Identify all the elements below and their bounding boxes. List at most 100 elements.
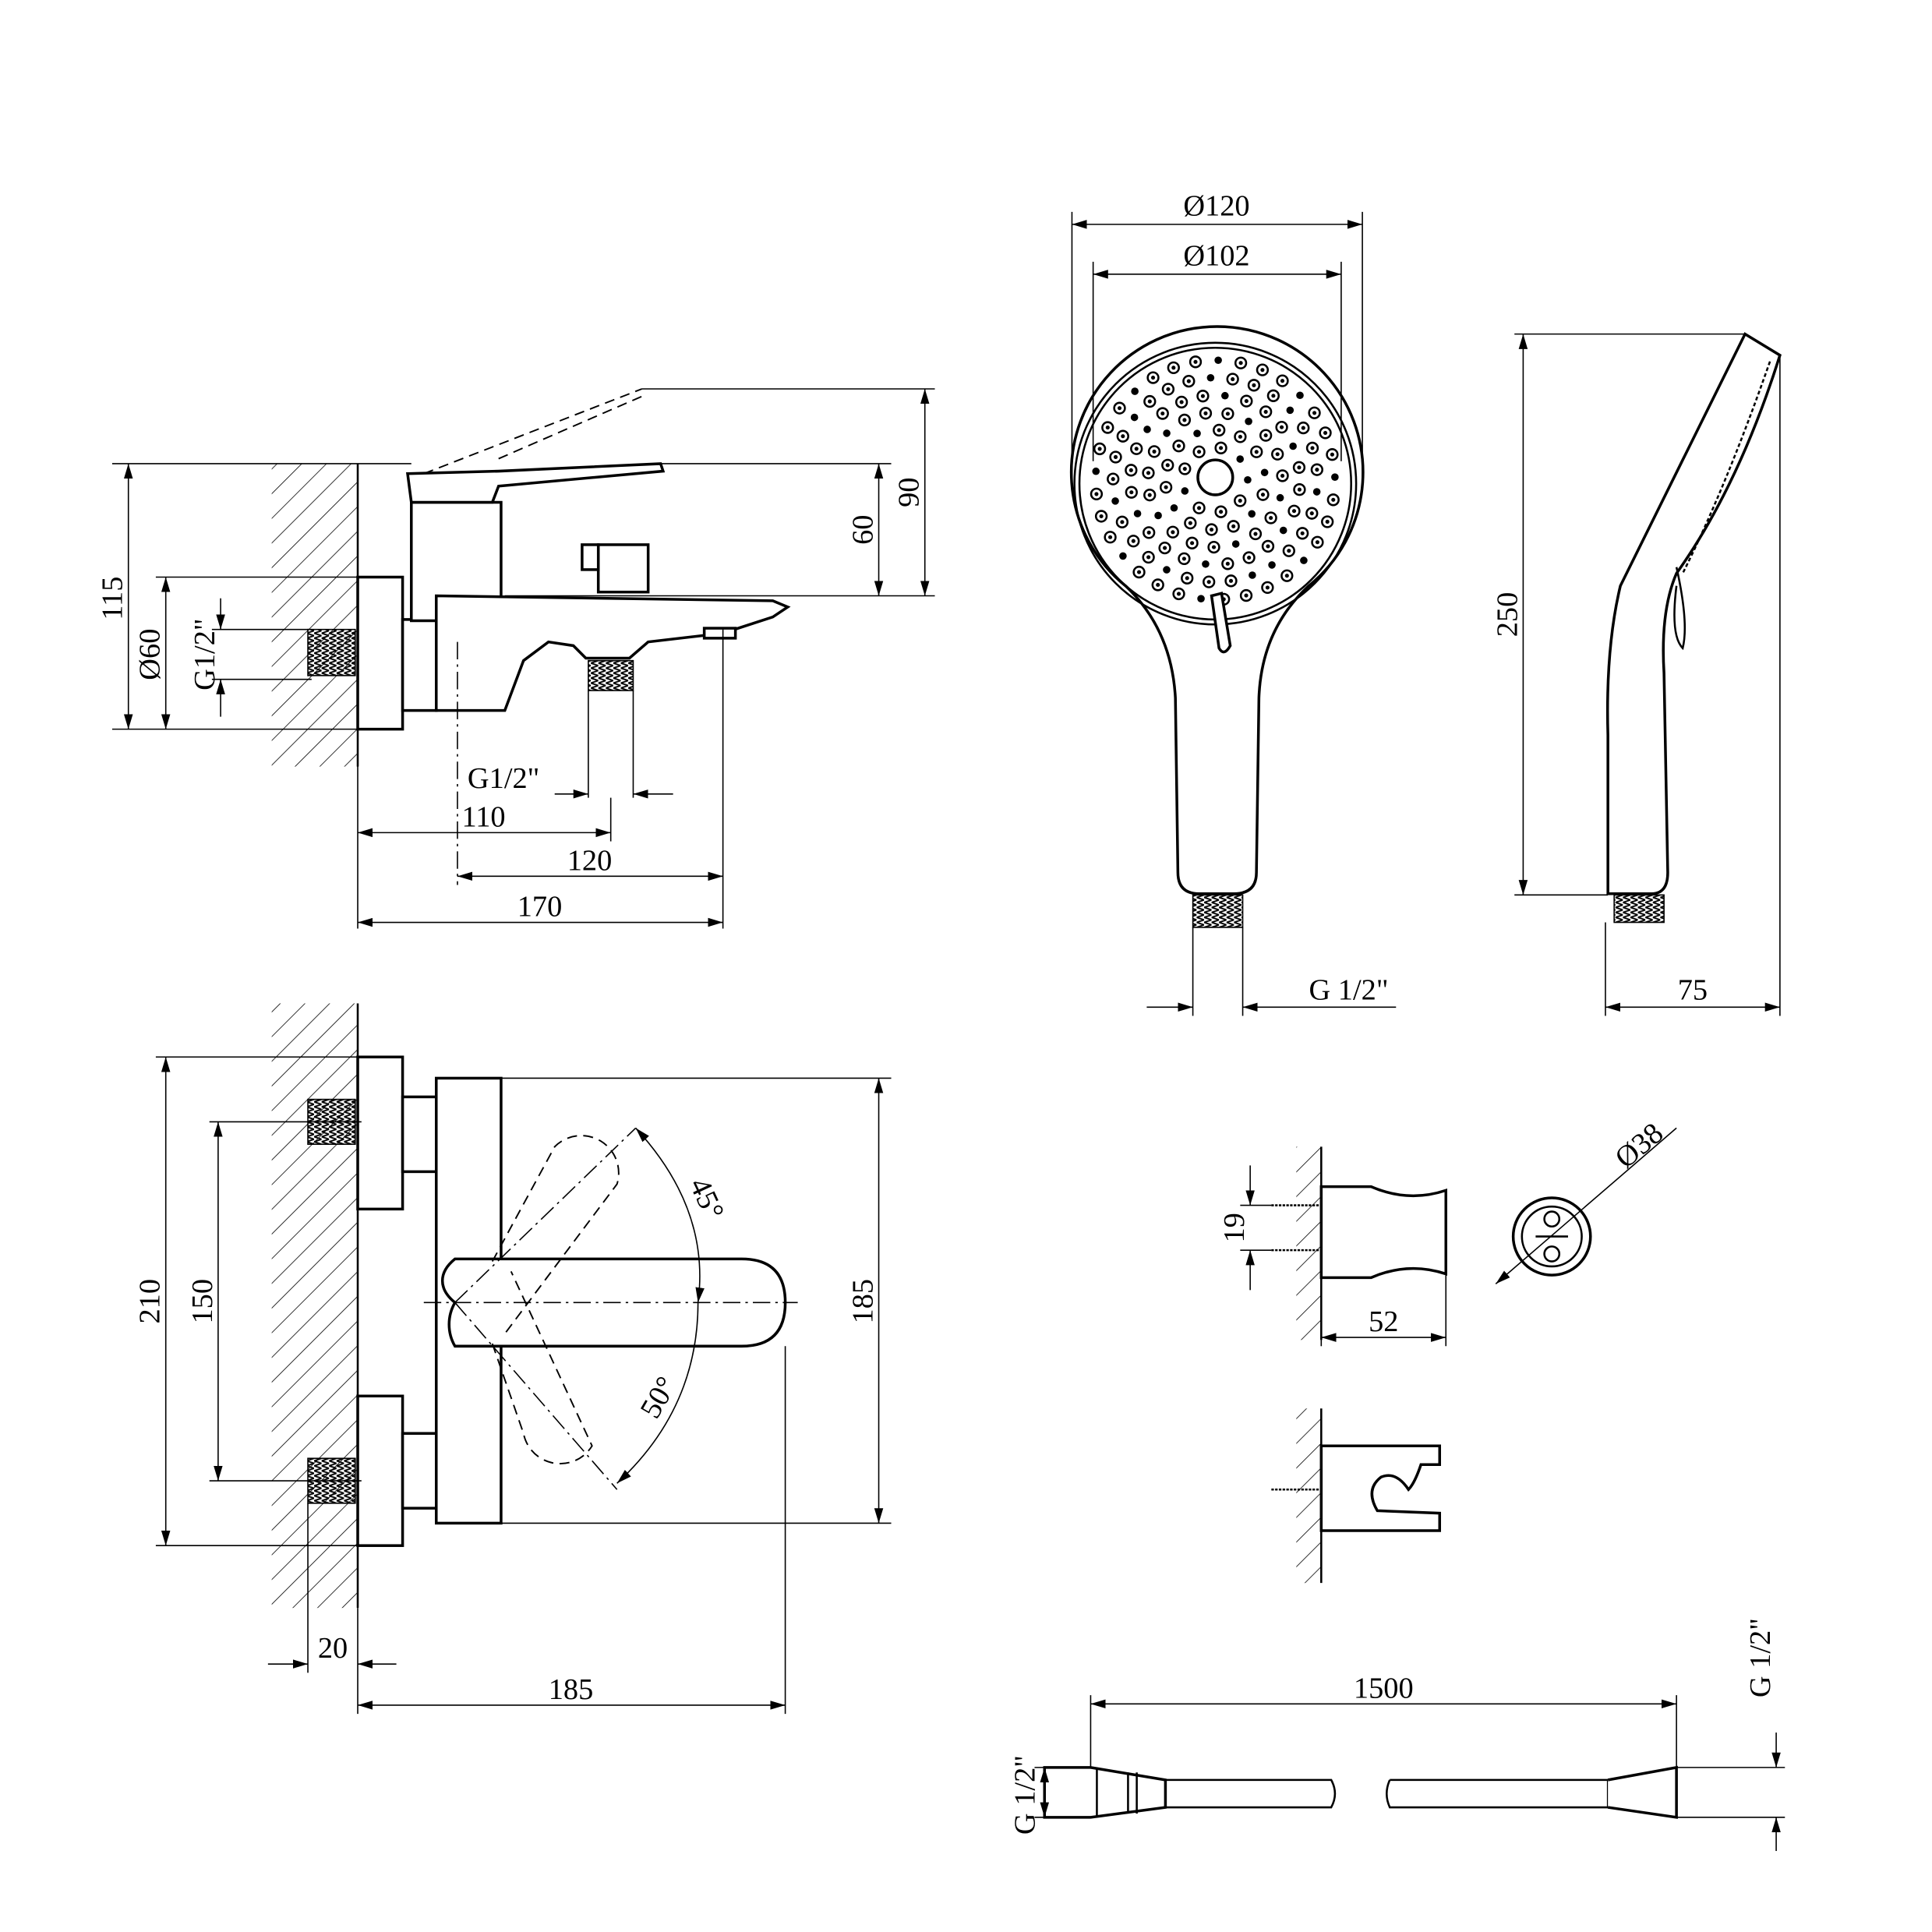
dim-90-label: 90 (893, 478, 926, 507)
diverter-knob (596, 543, 650, 594)
angle-50-label: 50° (634, 1372, 683, 1425)
nozzle-core (1117, 406, 1122, 411)
nozzle-core (1146, 530, 1151, 535)
nozzle (1130, 413, 1139, 422)
dim-150-label: 150 (186, 1279, 219, 1324)
nozzle-core (1225, 411, 1230, 416)
nozzle (1131, 387, 1139, 395)
nozzle-core (1238, 361, 1243, 366)
nozzle-core (1120, 520, 1125, 525)
nozzle-core (1301, 426, 1305, 430)
nozzle-core (1165, 463, 1170, 468)
nozzle-core (1176, 592, 1181, 596)
nozzle-core (1160, 411, 1165, 416)
nozzle-core (1146, 555, 1151, 560)
dim-inlet-thread-label: G1/2" (189, 618, 221, 690)
nozzle-core (1275, 452, 1280, 457)
nozzle-core (1325, 519, 1330, 525)
nozzle-core (1164, 485, 1168, 489)
nozzle-core (1200, 394, 1205, 398)
nozzle-core (1181, 556, 1186, 561)
nozzle-core (1280, 379, 1285, 383)
dim-19-label: 19 (1218, 1213, 1251, 1242)
nozzle-core (1182, 466, 1187, 472)
nozzle (1092, 467, 1100, 475)
nozzle-core (1291, 509, 1297, 514)
nozzle-core (1287, 549, 1291, 553)
nozzle (1312, 488, 1321, 496)
nozzle-core (1269, 515, 1273, 521)
dim-flange-label: Ø60 (134, 629, 167, 680)
flange (356, 575, 404, 731)
nozzle (1244, 475, 1252, 484)
nozzle-core (1297, 465, 1302, 470)
nozzle (1163, 566, 1171, 574)
nozzle-core (1179, 400, 1184, 404)
nozzle-core (1197, 450, 1202, 454)
nozzle-core (1097, 447, 1102, 451)
nozzle-core (1211, 545, 1217, 549)
nozzle-core (1309, 511, 1314, 516)
dim-hose-right-thread-label: G 1/2" (1744, 1618, 1777, 1697)
nozzle-core (1193, 359, 1198, 364)
nozzle-core (1252, 383, 1256, 387)
nozzle-core (1284, 574, 1289, 578)
dim-250-label: 250 (1491, 592, 1524, 638)
nozzle (1206, 373, 1215, 382)
nozzle-core (1315, 540, 1319, 545)
nozzle-core (1244, 593, 1249, 598)
nozzle-core (1105, 426, 1110, 430)
nozzle-core (1176, 443, 1181, 448)
nozzle-core (1163, 546, 1167, 550)
wall-hatch (271, 1003, 358, 1609)
dim-38-label: Ø38 (1609, 1117, 1670, 1175)
shower-holder: 19 52 Ø38 (1218, 1117, 1677, 1584)
nozzle-core (1128, 468, 1133, 472)
nozzle-core (1171, 366, 1176, 370)
shower-head-front: Ø120 Ø102 G 1/2" (1069, 190, 1397, 1016)
nozzle-core (1266, 544, 1270, 549)
nozzle (1163, 429, 1171, 437)
nozzle-core (1094, 492, 1099, 496)
nozzle-core (1188, 521, 1192, 525)
nozzle-core (1310, 446, 1315, 450)
nozzle (1260, 468, 1269, 477)
dim-75-label: 75 (1678, 974, 1708, 1007)
mode-switch (1210, 592, 1232, 654)
nozzle (1119, 552, 1127, 560)
nozzle-core (1265, 585, 1270, 590)
nozzle-core (1217, 428, 1221, 433)
nozzle-core (1171, 530, 1175, 535)
mixer-front-view: 45° 50° 210 150 185 20 185 (134, 1003, 892, 1715)
nozzle-core (1331, 497, 1336, 502)
nut (401, 618, 438, 712)
nozzle (1231, 540, 1240, 548)
nozzle-core (1280, 425, 1284, 429)
inlet-thread (307, 628, 356, 676)
dim-120-label: 120 (567, 844, 613, 877)
nozzle-core (1113, 454, 1118, 460)
nozzle (1214, 356, 1222, 365)
nozzle-core (1231, 524, 1236, 528)
dim-170-label: 170 (517, 891, 563, 924)
nozzle-core (1185, 576, 1189, 581)
nozzle-core (1260, 493, 1266, 497)
nozzle-core (1134, 447, 1139, 451)
shower-head-side: 250 75 (1491, 332, 1782, 1016)
nozzle-core (1254, 450, 1259, 454)
nozzle (1286, 406, 1294, 415)
holder-body (1319, 1185, 1448, 1280)
nozzle-core (1260, 368, 1265, 373)
nozzle-pattern (1090, 355, 1340, 606)
holder-clip (1319, 1444, 1442, 1532)
nozzle-core (1271, 394, 1276, 398)
nozzle-core (1238, 498, 1242, 503)
nozzle-core (1300, 531, 1305, 535)
nozzle-core (1330, 452, 1334, 457)
spout (435, 594, 791, 712)
nozzle-core (1108, 535, 1113, 539)
dim-1500-label: 1500 (1354, 1672, 1414, 1704)
nozzle-core (1156, 582, 1160, 588)
nozzle-core (1263, 433, 1268, 438)
nozzle-core (1131, 539, 1136, 543)
